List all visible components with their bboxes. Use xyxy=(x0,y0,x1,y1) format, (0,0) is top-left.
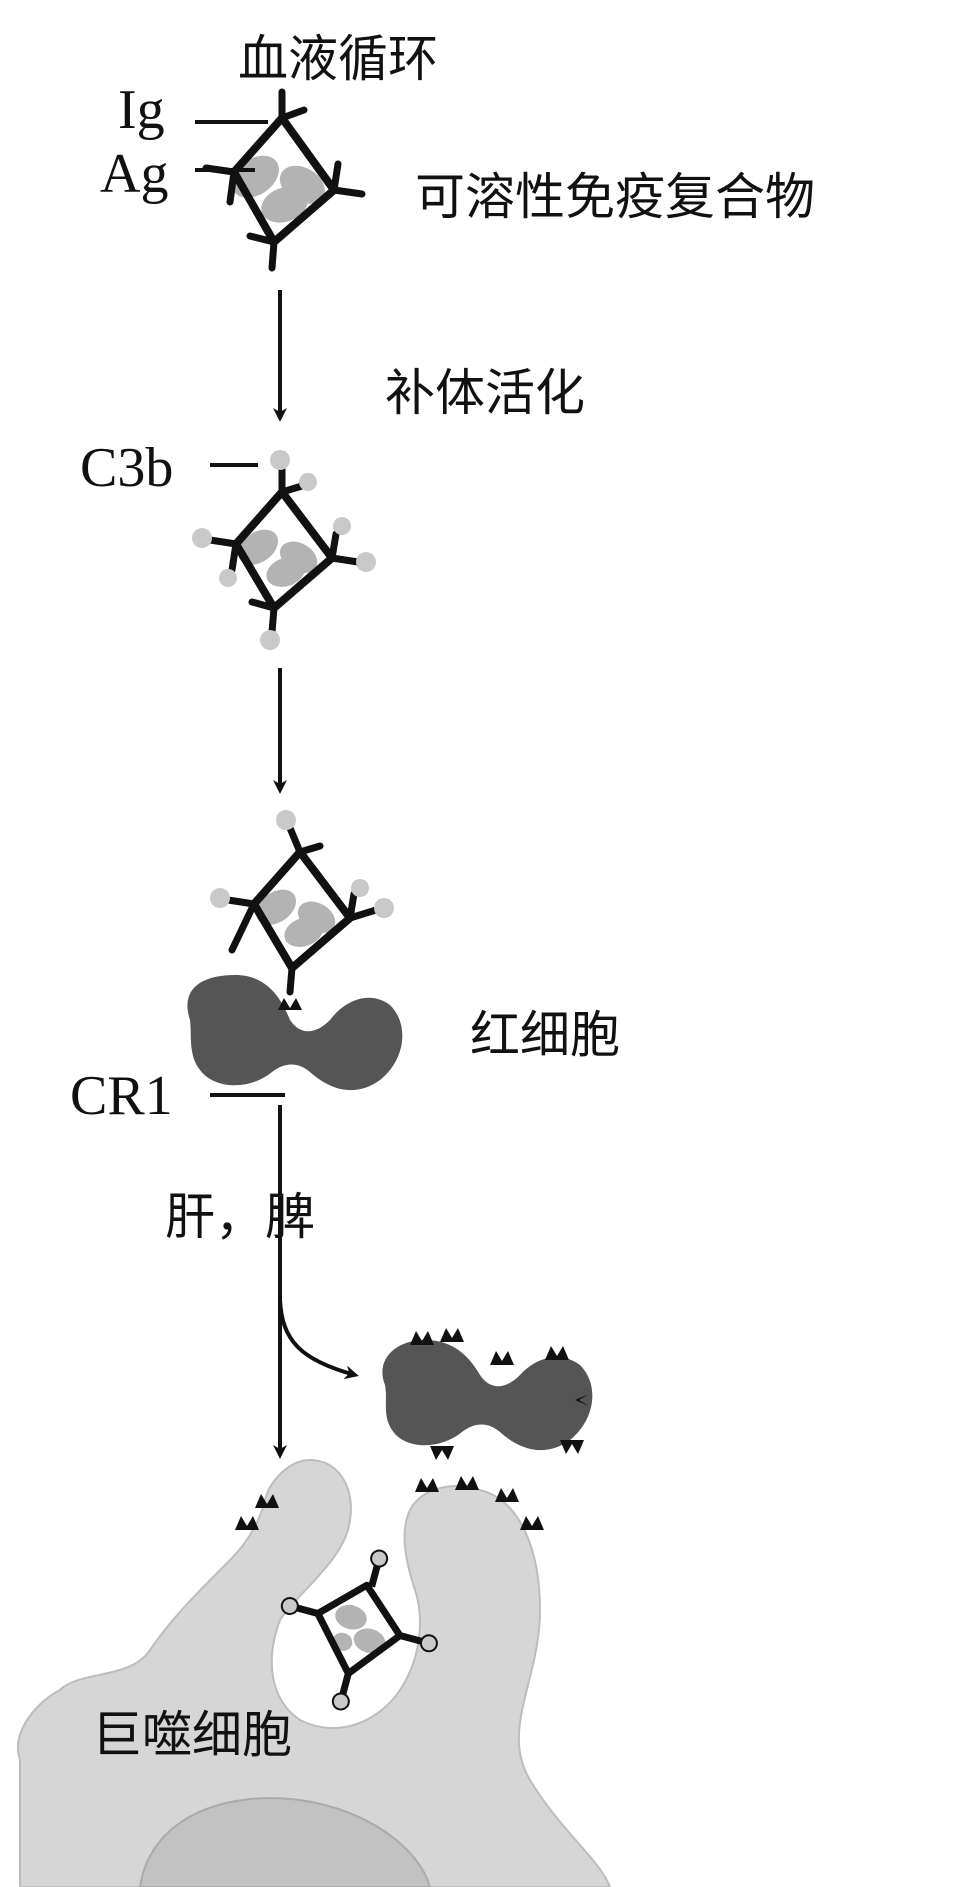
ag-label: Ag xyxy=(100,143,169,205)
ig-label: Ig xyxy=(118,79,165,141)
diagram-title: 血液循环 xyxy=(238,30,438,88)
released-red-blood-cell xyxy=(382,1328,593,1460)
macrophage-receptors xyxy=(235,1476,544,1530)
macrophage-nucleus xyxy=(138,1797,432,1887)
red-blood-cell-bound xyxy=(187,975,403,1091)
engulfed-immune-complex xyxy=(280,1549,438,1711)
arrow-release-red-blood-cell xyxy=(278,1299,359,1380)
cr1-label: CR1 xyxy=(70,1065,173,1127)
macrophage xyxy=(17,1458,612,1887)
macrophage-body xyxy=(17,1458,612,1887)
liver-spleen-label: 肝，脾 xyxy=(165,1188,315,1246)
macrophage-label: 巨噬细胞 xyxy=(92,1706,292,1764)
soluble-immune-complex-label: 可溶性免疫复合物 xyxy=(415,168,815,226)
soluble-immune-complex xyxy=(202,88,366,272)
red-blood-cell-label: 红细胞 xyxy=(470,1006,620,1064)
c3b-coated-complex xyxy=(192,450,376,650)
complex-on-red-blood-cell xyxy=(210,810,394,996)
c3b-label: C3b xyxy=(80,437,174,499)
complement-activation-label: 补体活化 xyxy=(385,364,585,422)
